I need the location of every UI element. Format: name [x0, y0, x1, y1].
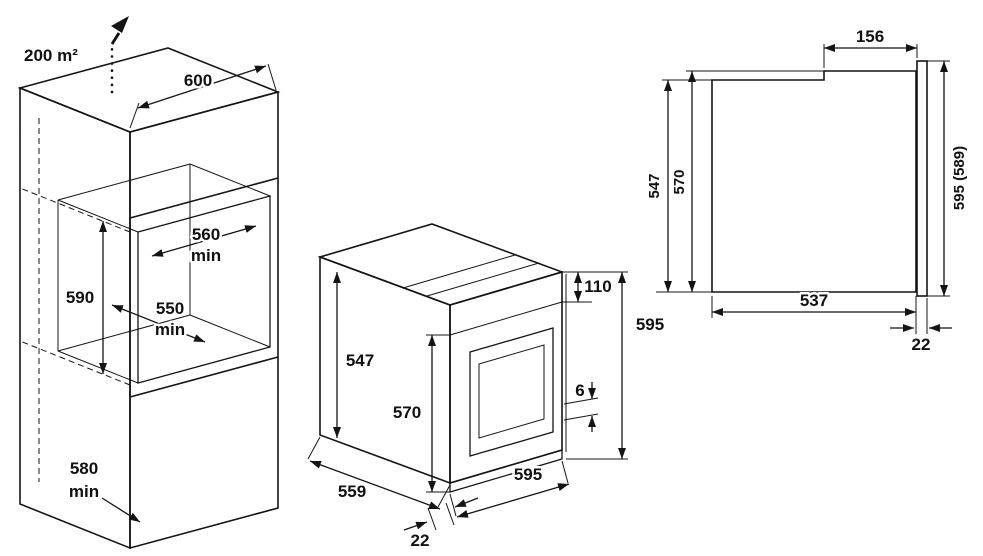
top-seam: [426, 262, 540, 297]
leader-arrow: [101, 497, 141, 523]
side-view-outline: [711, 60, 928, 297]
extension-line: [129, 102, 140, 129]
cabinet-front-face: [129, 90, 279, 550]
extension-line: [449, 493, 457, 517]
dim-niche-depth: 550 min: [111, 297, 206, 343]
upper-panel-edge: [129, 177, 279, 219]
dim-side-door-thickness: 22: [890, 298, 952, 357]
side-body-outline: [711, 70, 917, 293]
lower-panel-edge: [129, 356, 279, 398]
oven-depth-label: 559: [338, 482, 366, 501]
oven-side-face: [319, 255, 451, 485]
oven-total-height-label: 595: [636, 315, 664, 334]
dim-line: [309, 460, 441, 510]
niche-depth-min-label: min: [155, 320, 185, 339]
extension-line: [563, 413, 599, 421]
extension-line: [437, 484, 451, 508]
dim-side-body-depth: 537: [711, 289, 917, 334]
interior-line: [189, 163, 271, 197]
dim-niche-height: 590: [63, 221, 107, 374]
oven-door-height-label: 570: [393, 403, 421, 422]
hidden-edge: [19, 187, 131, 233]
dim-oven-panel-height: 110: [562, 271, 628, 303]
oven-panel-height-label: 110: [584, 277, 611, 296]
side-front-height-label: 595 (589): [951, 146, 968, 210]
dim-side-body-height: 547: [644, 79, 712, 293]
dim-line: [151, 225, 257, 257]
extension-line: [445, 502, 455, 526]
niche-interior-lines: [57, 163, 271, 384]
extension-line: [307, 436, 321, 460]
oven-view: 547 570 110 595 6: [307, 223, 667, 553]
oven-outline: [317, 223, 567, 493]
side-body-height-label: 547: [646, 173, 663, 198]
arrow: [454, 497, 479, 508]
ventilation-area-label: 200 m²: [24, 46, 78, 65]
extension-line: [427, 507, 437, 531]
cabinet-depth-min-label: min: [69, 482, 99, 501]
dim-cabinet-width: 600: [129, 63, 277, 129]
door-window-inner: [478, 344, 545, 439]
niche-height-label: 590: [66, 288, 94, 307]
oven-width-label: 595: [514, 465, 542, 484]
cabinet-side-face: [19, 86, 131, 550]
oven-top-face: [317, 223, 565, 306]
extension-line: [561, 460, 569, 484]
oven-front-face: [449, 270, 563, 485]
dim-niche-width: 560 min: [151, 223, 257, 268]
ventilation-arrow-head: [111, 16, 129, 33]
door-window-outer: [469, 327, 554, 457]
cabinet-hidden-lines: [19, 118, 131, 482]
extension-line: [267, 63, 277, 91]
side-view: 156 547 570 595 (589) 537: [644, 25, 971, 357]
hidden-edge: [19, 340, 131, 386]
side-door-height-label: 570: [671, 169, 688, 194]
dim-line: [456, 483, 570, 518]
dim-oven-side-gap: 6: [563, 379, 599, 432]
dim-line: [137, 65, 267, 109]
top-recess-label: 156: [856, 27, 884, 46]
cabinet-view: 200 m² 600 590 560 min 550 min 580 min: [17, 16, 281, 550]
ventilation-arrow-icon: [110, 16, 129, 94]
cabinet-width-label: 600: [184, 71, 212, 90]
dim-oven-depth: 559: [307, 436, 451, 510]
interior-line: [57, 199, 139, 233]
interior-line: [189, 314, 271, 348]
dim-oven-door-height: 570: [390, 334, 450, 493]
oven-door-protrusion-label: 22: [411, 531, 430, 550]
control-panel-line: [449, 301, 563, 336]
ventilation-arrow-shaft: [110, 32, 121, 45]
side-body-depth-label: 537: [800, 291, 828, 310]
oven-side-gap-label: 6: [575, 381, 584, 400]
niche-width-min-label: min: [191, 246, 221, 265]
dim-side-front-height: 595 (589): [927, 60, 971, 297]
dim-oven-door-protrusion: 22: [403, 497, 479, 553]
dim-oven-body-height: 547: [333, 272, 377, 438]
door-bottom-lip: [449, 449, 563, 493]
niche-width-label: 560: [192, 225, 220, 244]
dim-top-recess: 156: [823, 25, 918, 68]
cabinet-depth-label: 580: [70, 459, 98, 478]
dim-oven-total-height: 595: [566, 272, 667, 460]
side-door-thickness-label: 22: [912, 335, 931, 354]
oven-body-height-label: 547: [346, 351, 374, 370]
door-panel-strip: [916, 60, 928, 297]
cabinet-outline: [17, 47, 281, 550]
dim-side-door-height: 570: [669, 70, 824, 292]
dim-line: [111, 304, 206, 343]
interior-line: [57, 163, 191, 201]
niche-depth-label: 550: [156, 299, 184, 318]
arrow: [403, 521, 428, 531]
top-seam: [402, 254, 516, 289]
dim-cabinet-depth: 580 min: [66, 457, 141, 523]
dim-oven-width: 595: [449, 460, 570, 518]
interior-line: [57, 350, 139, 384]
